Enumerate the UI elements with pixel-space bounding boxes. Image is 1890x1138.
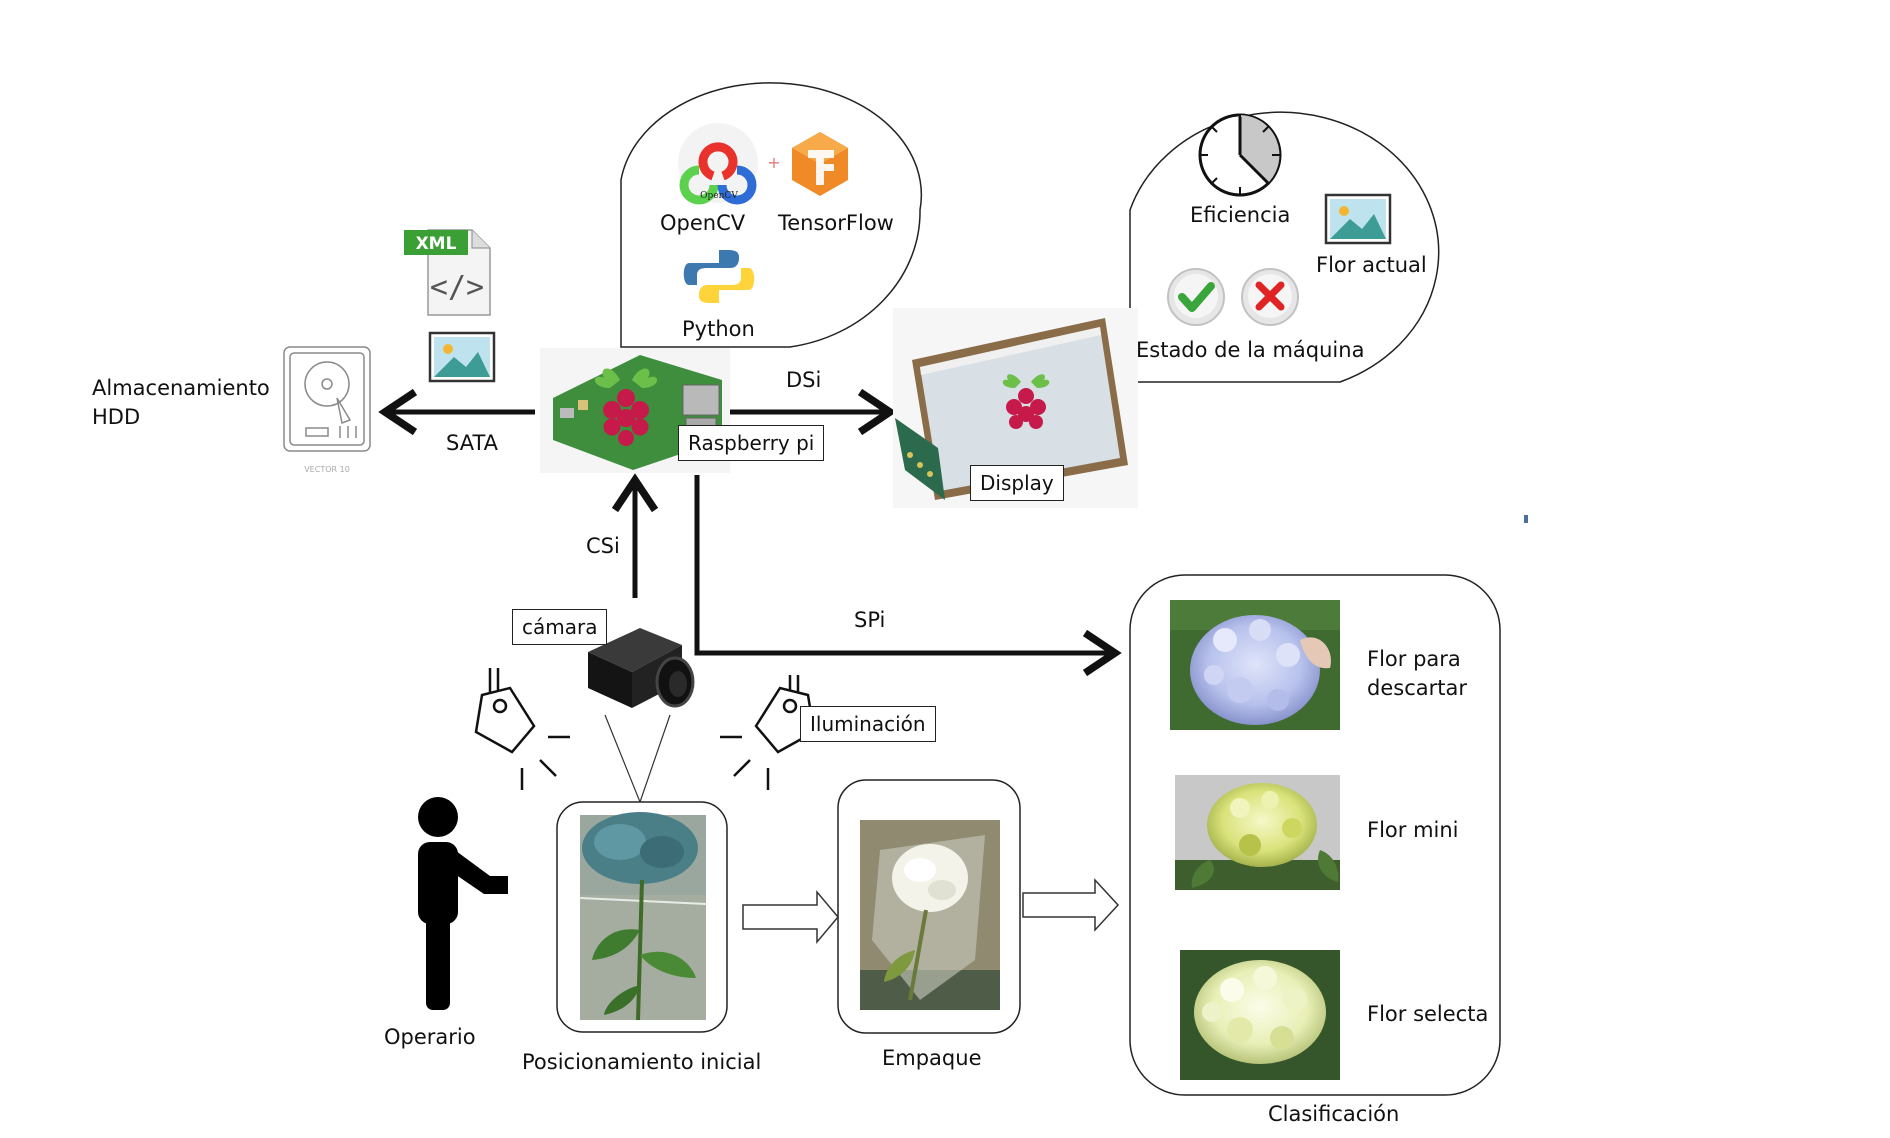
image-icon (428, 331, 496, 383)
xml-badge-text: XML (416, 234, 457, 254)
tensorflow-logo-icon (792, 132, 848, 196)
interface-bubble (1129, 111, 1440, 383)
efficiency-label: Eficiencia (1190, 203, 1291, 227)
camera-icon (588, 628, 695, 708)
select-flower-photo (1180, 950, 1340, 1080)
storage-label-line1: Almacenamiento (92, 376, 270, 400)
opencv-logo-text: OpenCV (700, 191, 738, 201)
discard-label-line1: Flor para (1367, 647, 1461, 671)
camera-view-left (604, 714, 641, 803)
initial-position-box (556, 801, 728, 1033)
spi-label: SPi (854, 608, 886, 632)
python-logo-icon (683, 250, 755, 303)
stray-mark (1524, 515, 1528, 523)
flow-arrow-2 (1022, 878, 1120, 932)
initial-position-flower-photo (579, 812, 707, 1021)
spotlight-right-icon (720, 675, 816, 790)
flow-arrow-1 (742, 889, 839, 945)
operator-person-icon (418, 797, 508, 1010)
csi-label: CSi (586, 534, 620, 558)
spotlight-left-icon (474, 668, 570, 790)
xml-file-icon: XML </> (404, 229, 491, 316)
operator-label: Operario (384, 1025, 476, 1049)
tensorflow-label: TensorFlow (778, 211, 894, 235)
select-label: Flor selecta (1367, 1002, 1489, 1026)
software-bubble (620, 82, 923, 348)
camera-view-right (639, 714, 671, 803)
classification-box (1129, 574, 1501, 1096)
machine-state-label: Estado de la máquina (1136, 338, 1365, 362)
discard-flower-photo (1170, 600, 1340, 730)
lighting-label: Iluminación (800, 706, 936, 742)
camera-label: cámara (512, 609, 608, 645)
display-screen-icon (893, 308, 1138, 508)
raspberry-pi-label: Raspberry pi (678, 425, 825, 461)
cross-icon (1241, 268, 1299, 326)
sata-label: SATA (446, 431, 499, 455)
python-label: Python (682, 317, 755, 341)
packing-label: Empaque (882, 1046, 982, 1070)
mini-label: Flor mini (1367, 818, 1459, 842)
spi-arrow (694, 475, 1122, 677)
current-flower-image-icon (1324, 193, 1392, 245)
plus-sign: + (767, 153, 780, 172)
svg-text:</>: </> (430, 270, 484, 305)
opencv-logo-icon: OpenCV (678, 123, 758, 205)
hdd-brand-text: VECTOR 10 (304, 465, 350, 474)
initial-position-label: Posicionamiento inicial (522, 1050, 762, 1074)
dsi-label: DSi (786, 368, 822, 392)
packing-box (837, 779, 1021, 1034)
check-icon (1167, 268, 1225, 326)
current-flower-label: Flor actual (1316, 253, 1427, 277)
classification-label: Clasificación (1268, 1102, 1400, 1126)
clock-icon (1198, 113, 1282, 197)
storage-label-line2: HDD (92, 405, 141, 429)
hdd-icon: VECTOR 10 (283, 346, 371, 474)
discard-label-line2: descartar (1367, 676, 1467, 700)
mini-flower-photo (1175, 775, 1340, 890)
opencv-label: OpenCV (660, 211, 746, 235)
packing-flower-photo (860, 820, 1000, 1010)
display-label: Display (970, 465, 1064, 501)
